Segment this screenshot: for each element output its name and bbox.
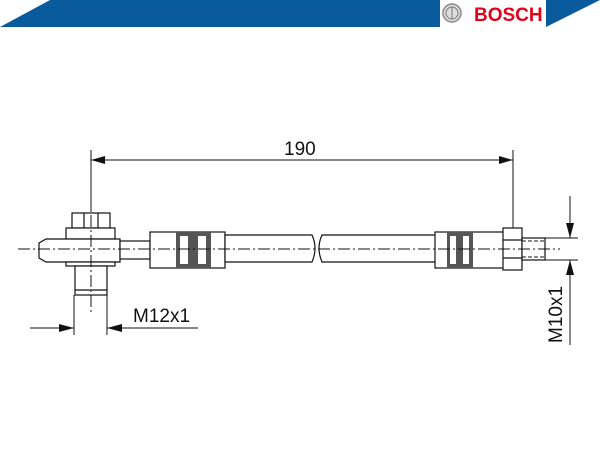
right-thread-dimension: M10x1: [545, 196, 578, 345]
left-thread-dimension: M12x1: [30, 295, 198, 335]
left-banjo-fitting: [38, 212, 151, 296]
length-label: 190: [284, 139, 316, 160]
brand-banner: BOSCH: [0, 0, 600, 27]
brand-name: BOSCH: [474, 5, 543, 26]
right-thread-label: M10x1: [546, 286, 567, 343]
bosch-logo-icon: [442, 3, 462, 23]
left-thread-label: M12x1: [133, 306, 190, 327]
length-dimension: 190: [90, 139, 514, 228]
left-crimp-sleeve: [149, 231, 226, 269]
